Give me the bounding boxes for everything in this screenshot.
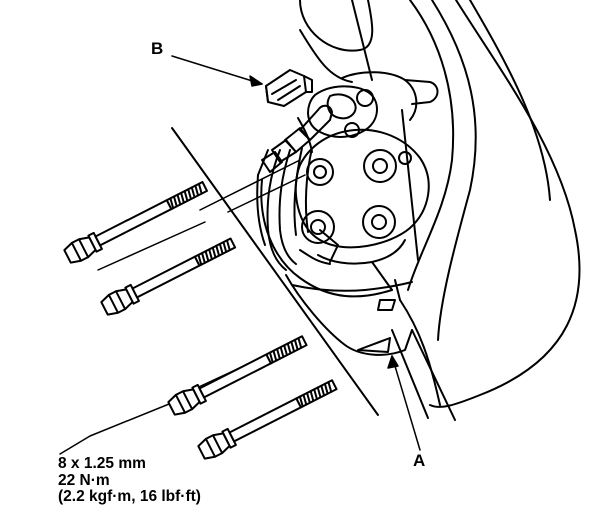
reference-line bbox=[171, 109, 456, 421]
mounting-flange bbox=[294, 128, 430, 249]
bolt-1 bbox=[63, 180, 209, 264]
engine-body-outline bbox=[299, 0, 581, 408]
connector-b bbox=[265, 69, 313, 107]
bolt-2 bbox=[100, 237, 237, 316]
bolt-size-text: 8 x 1.25 mm bbox=[58, 455, 146, 472]
bolt-4 bbox=[197, 379, 338, 460]
wire-harness bbox=[256, 104, 333, 271]
torque-nm-text: 22 N·m bbox=[58, 471, 110, 489]
connector-boss bbox=[307, 71, 439, 138]
torque-spec: 8 x 1.25 mm 22 N·m (2.2 kgf·m, 16 lbf·ft… bbox=[58, 455, 201, 506]
callout-leaders bbox=[59, 55, 421, 455]
bolt-3 bbox=[167, 335, 308, 416]
torque-imperial-text: (2.2 kgf·m, 16 lbf·ft) bbox=[58, 488, 201, 505]
actuator-housing bbox=[260, 179, 413, 356]
callout-label-b: B bbox=[151, 39, 164, 58]
callout-label-a: A bbox=[413, 451, 426, 470]
